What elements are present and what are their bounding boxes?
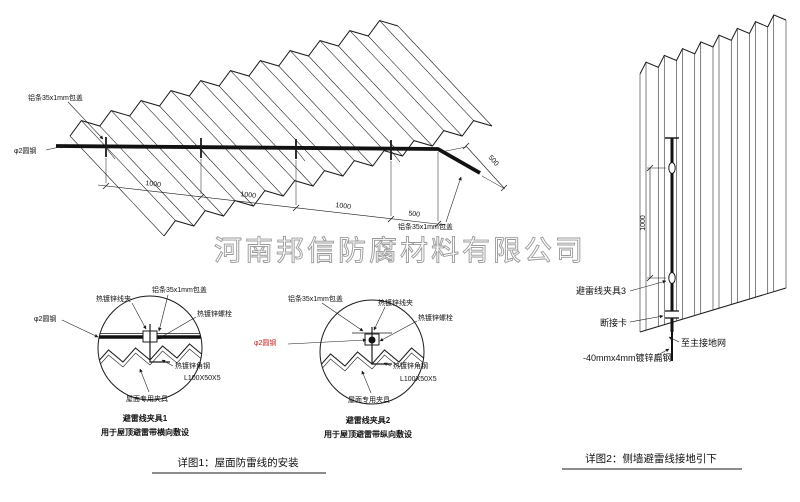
angle-steel-label: 热镀锌角钢 — [393, 361, 428, 370]
dim-label: 500 — [408, 210, 421, 218]
clamp3-label: 避雷线夹具3 — [576, 285, 626, 296]
detail2-view: 铝条35x1mm包盖 热镀锌线夹 热镀锌螺栓 φ2圆钢 热镀锌角钢 L100X5… — [254, 294, 453, 439]
detail1-section — [98, 324, 202, 370]
dim-label: 1000 — [145, 180, 161, 189]
detail1-view: 热镀锌线夹 铝条35x1mm包盖 热镀锌螺栓 φ2圆钢 热镀锌角钢 L100X5… — [34, 285, 232, 437]
detail-circle — [97, 295, 203, 401]
caption-detail2: 详图2：侧墙避雷线接地引下 — [585, 452, 717, 465]
dim-label: 1000 — [335, 202, 351, 211]
angle-size-label: L100X50X5 — [400, 376, 437, 383]
aluminum-strip-label: 铝条35x1mm包盖 — [28, 93, 83, 102]
disconnect-link-icon — [665, 310, 679, 319]
wire-clamp-icon — [668, 272, 676, 284]
captions: 详图1：屋面防雷线的安装 详图2：侧墙避雷线接地引下 — [152, 452, 742, 474]
aluminum-strip-label: 铝条35x1mm包盖 — [398, 222, 453, 231]
fixture-label: 屋面专用夹具 — [126, 394, 168, 403]
detail2-subtitle: 用于屋顶避雷带纵向敷设 — [323, 429, 412, 439]
detail1-title: 避雷线夹具1 — [123, 413, 168, 423]
wire-clamp-icon — [390, 140, 401, 163]
roof-corrugation — [69, 20, 493, 237]
clamp-label: 热镀锌线夹 — [96, 294, 131, 303]
clamp-label: 热镀锌线夹 — [378, 298, 413, 307]
dim-label: 1000 — [640, 215, 647, 231]
fixture-label: 屋面专用夹具 — [348, 395, 390, 404]
detail-circle — [319, 299, 425, 405]
detail1-subtitle: 用于屋顶避雷带横向敷设 — [100, 427, 189, 437]
roof-view: 1000 1000 1000 500 500 铝条35x1mm包盖 φ2圆钢 铝… — [14, 20, 508, 237]
wire-clamp-icon — [105, 137, 116, 160]
dimension-vertical: 1000 — [640, 164, 666, 282]
bolt-label: 热镀锌螺栓 — [197, 309, 232, 318]
angle-steel-bracket — [149, 349, 170, 363]
round-steel-label: φ2圆钢 — [34, 314, 56, 323]
angle-steel-label: 热镀锌角钢 — [175, 361, 210, 370]
round-steel-label: φ2圆钢 — [14, 146, 36, 155]
angle-size-label: L100X50X5 — [184, 375, 221, 382]
bolt-label: 热镀锌螺栓 — [418, 313, 453, 322]
wire-clamp-icon — [200, 138, 211, 161]
wall-corrugation — [639, 14, 787, 333]
caption-detail1: 详图1：屋面防雷线的安装 — [177, 456, 299, 469]
aluminum-strip-label: 铝条35x1mm包盖 — [152, 285, 207, 294]
wire-clamp-icon — [295, 139, 306, 162]
watermark-text: 河南邦信防腐材料有限公司 — [214, 235, 586, 266]
wire-clamp-icon — [668, 162, 676, 174]
dimension-right: 500 — [440, 142, 508, 192]
dim-label: 1000 — [240, 191, 256, 200]
round-steel-label-red: φ2圆钢 — [254, 338, 276, 347]
flat-steel-label: -40mmx4mm镀锌扁钢 — [583, 352, 672, 363]
dimension-chain: 1000 1000 1000 500 — [97, 152, 447, 228]
detail2-title: 避雷线夹具2 — [346, 415, 391, 425]
wall-view: 1000 避雷线夹具3 断接卡 至主接地网 -40mmx4mm镀锌扁钢 — [576, 14, 787, 363]
aluminum-strip-label: 铝条35x1mm包盖 — [288, 294, 343, 303]
disconnect-label: 断接卡 — [600, 317, 627, 328]
to-ground-label: 至主接地网 — [681, 337, 726, 348]
dim-label: 500 — [487, 154, 500, 167]
lightning-wire — [55, 144, 481, 175]
